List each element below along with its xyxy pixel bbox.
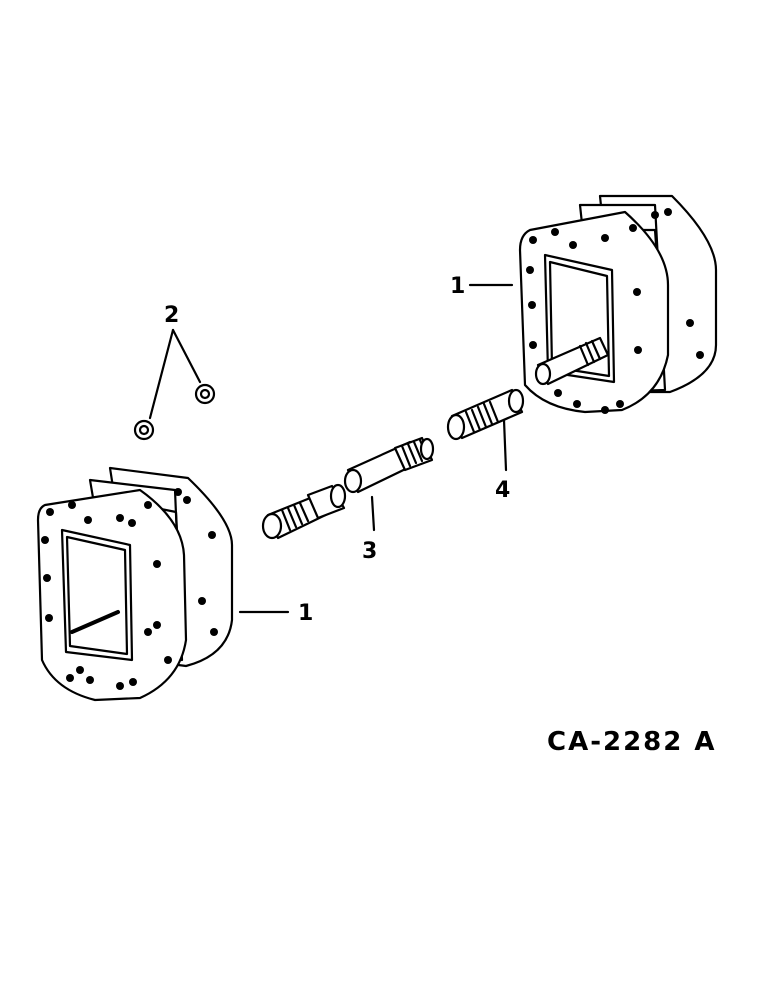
- callout-housing-left: 1: [298, 601, 313, 626]
- callout-nuts: 2: [164, 303, 179, 328]
- callout-shaft-middle: 3: [362, 539, 377, 564]
- shaft-middle: [343, 436, 435, 532]
- drawing-id: CA-2282 A: [547, 727, 717, 757]
- shaft-right: [446, 388, 525, 472]
- housing-left: [36, 466, 234, 702]
- callout-housing-right: 1: [450, 274, 465, 299]
- nuts: [133, 328, 216, 441]
- shaft-left-piece: [261, 483, 347, 540]
- housing-right: [518, 194, 718, 414]
- callout-shaft-right: 4: [495, 478, 510, 503]
